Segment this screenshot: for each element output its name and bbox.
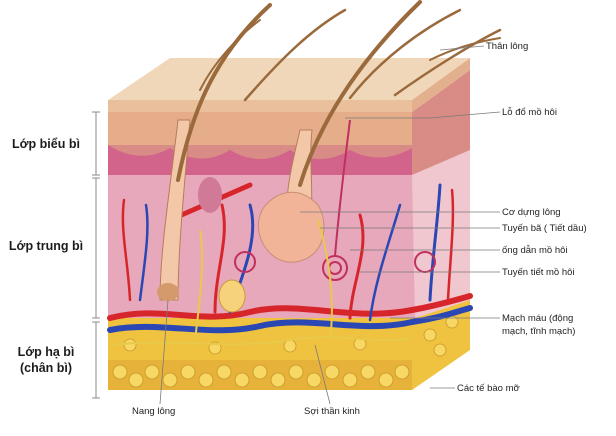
sweat-duct-callout: ống dẫn mồ hôi <box>502 245 568 256</box>
sebaceous-gland-callout: Tuyến bã ( Tiết dầu) <box>502 223 587 234</box>
blood-vessels-callout-secondary: mạch, tĩnh mạch) <box>502 326 576 337</box>
hypodermis-label: Lớp hạ bì <box>17 345 75 359</box>
sweat-glands <box>234 119 436 281</box>
sweat-pore-callout: Lỗ đổ mồ hôi <box>502 107 557 118</box>
arrector-pili-callout: Cơ dựng lông <box>502 207 561 218</box>
hair-follicle-callout: Nang lông <box>132 406 176 417</box>
fat-cells <box>112 315 459 388</box>
blood-vessels-callout: Mạch máu (động <box>502 313 574 324</box>
hair-shaft-callout: Thân lông <box>486 41 529 52</box>
hair-shafts <box>176 0 502 187</box>
layer-brackets <box>92 111 100 399</box>
hypodermis-label-secondary: (chân bì) <box>19 361 73 375</box>
nerve-fiber-callout: Sợi thần kinh <box>304 406 360 417</box>
dermis-label: Lớp trung bì <box>8 239 84 253</box>
epidermis-label: Lớp biểu bì <box>12 137 80 151</box>
fat-cells-callout: Các tế bào mỡ <box>457 383 520 394</box>
callout-leaders <box>159 45 501 405</box>
nerve-fibers <box>109 219 413 346</box>
sweat-gland-callout: Tuyến tiết mồ hôi <box>502 267 575 278</box>
epidermis-layer <box>108 58 470 175</box>
